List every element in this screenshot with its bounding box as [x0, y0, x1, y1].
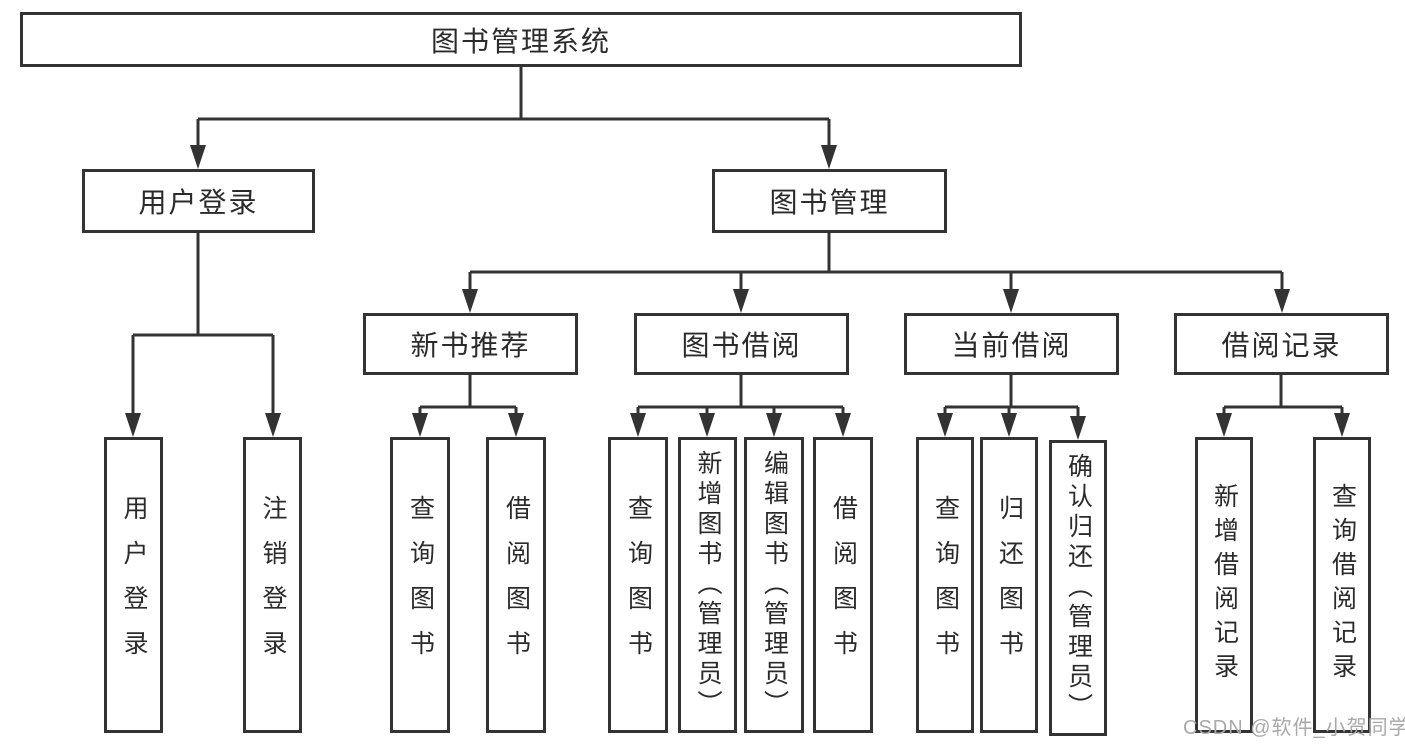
leaf-borrow-book-2: 借阅图书 — [813, 437, 873, 733]
node-new-book-recommend: 新书推荐 — [363, 313, 578, 375]
leaf-add-book-admin: 新增图书（管理员） — [678, 437, 737, 733]
csdn-watermark: CSDN @软件_小贺同学 — [1183, 717, 1405, 739]
leaf-borrow-book-1: 借阅图书 — [486, 437, 546, 733]
leaf-query-book-1: 查询图书 — [390, 437, 450, 733]
leaf-query-book-3: 查询图书 — [916, 437, 974, 733]
leaf-query-borrow-record: 查询借阅记录 — [1313, 437, 1371, 733]
node-book-management: 图书管理 — [712, 169, 947, 233]
node-user-login: 用户登录 — [82, 169, 315, 233]
leaf-user-login: 用户登录 — [104, 437, 163, 733]
leaf-confirm-return-admin: 确认归还（管理员） — [1049, 440, 1107, 736]
leaf-edit-book-admin: 编辑图书（管理员） — [744, 437, 804, 733]
leaf-add-borrow-record: 新增借阅记录 — [1195, 437, 1253, 733]
node-root-system: 图书管理系统 — [20, 12, 1022, 67]
node-borrow-records: 借阅记录 — [1174, 313, 1389, 375]
leaf-query-book-2: 查询图书 — [608, 437, 668, 733]
leaf-return-book: 归还图书 — [980, 437, 1038, 733]
node-current-borrow: 当前借阅 — [904, 313, 1119, 375]
arrowhead-icons — [125, 145, 1350, 440]
node-book-borrow: 图书借阅 — [634, 313, 849, 375]
leaf-logout: 注销登录 — [243, 437, 302, 733]
